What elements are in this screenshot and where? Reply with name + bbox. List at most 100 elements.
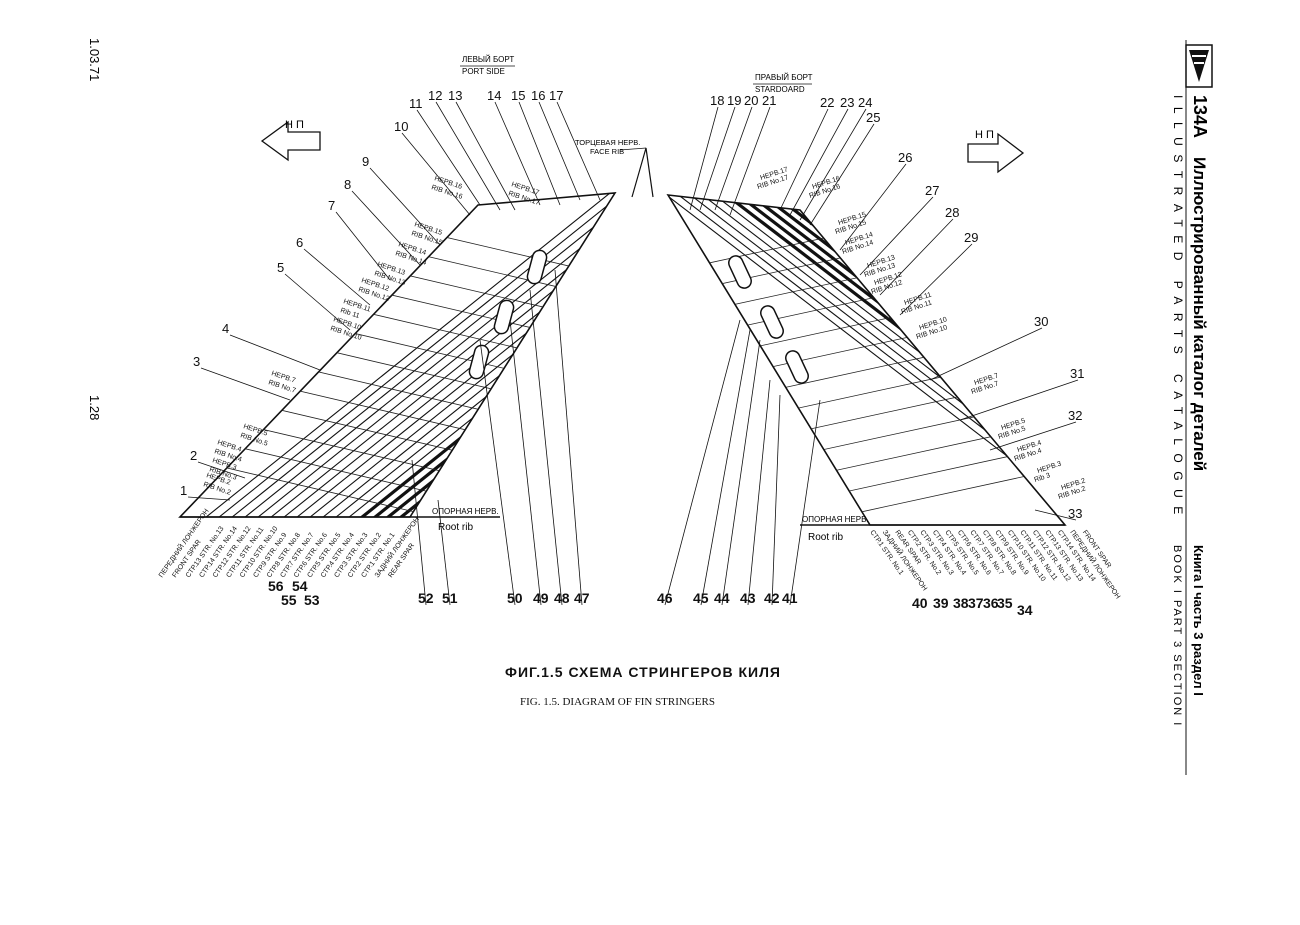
starboard-leader-28 <box>879 218 954 296</box>
catalog-title-en: ILLUSTRATED PARTS CATALOGUE <box>1171 95 1185 523</box>
port-leader-13 <box>455 101 516 211</box>
starboard-callout-18: 18 <box>710 93 724 108</box>
port-bottom-leader-48 <box>529 289 563 606</box>
starboard-leader-21 <box>729 106 771 216</box>
port-leader-16 <box>538 101 581 201</box>
starboard-bottom-callout-43: 43 <box>740 590 756 606</box>
port-callout-14: 14 <box>487 88 501 103</box>
starboard-callout-28: 28 <box>945 205 959 220</box>
logo-icon <box>1185 44 1213 88</box>
port-bottom-leader-49 <box>509 319 542 606</box>
starboard-rib-line-1 <box>668 459 1065 525</box>
starboard-callout-24: 24 <box>858 95 872 110</box>
starboard-callout-21: 21 <box>762 93 776 108</box>
starboard-bottom-callout-42: 42 <box>764 590 780 606</box>
starboard-leader-29 <box>899 243 973 316</box>
port-callout-9: 9 <box>362 154 369 169</box>
port-stringer-2 <box>202 193 615 517</box>
np-left-label: Н П <box>285 119 304 131</box>
port-leader-14 <box>494 101 541 206</box>
starboard-rib-line-6 <box>668 342 1065 443</box>
port-callout-16: 16 <box>531 88 545 103</box>
port-callout-13: 13 <box>448 88 462 103</box>
starboard-bottom-leader-44 <box>721 339 761 606</box>
arrow-left-icon: Н П <box>260 119 321 162</box>
port-callout-4: 4 <box>222 321 229 336</box>
starboard-stringer-19 <box>875 195 1065 525</box>
starboard-bottom-callout-38: 38 <box>953 595 969 611</box>
port-side-ru: ЛЕВЫЙ БОРТ <box>462 55 514 64</box>
port-callout-5: 5 <box>277 260 284 275</box>
port-callout-12: 12 <box>428 88 442 103</box>
port-leader-9 <box>369 167 441 246</box>
starboard-bottom-callout-36: 36 <box>983 595 999 611</box>
starboard-leader-20 <box>714 106 753 211</box>
port-side-en: PORT SIDE <box>462 67 505 76</box>
starboard-callout-22: 22 <box>820 95 834 110</box>
face-rib-en: FACE RIB <box>590 147 624 156</box>
doc-date: 1.03.71 <box>87 38 102 81</box>
caption-ru: ФИГ.1.5 СХЕМА СТРИНГЕРОВ КИЛЯ <box>505 664 781 680</box>
port-leader-2 <box>197 461 246 479</box>
catalog-title-ru: Иллюстрированный каталог деталей <box>1190 157 1209 471</box>
port-stringer-4 <box>228 193 615 517</box>
port-leader-6 <box>303 248 371 306</box>
port-callout-1: 1 <box>180 483 187 498</box>
port-callout-7: 7 <box>328 198 335 213</box>
root-rib-right-ru: ОПОРНАЯ НЕРВ. <box>802 515 869 524</box>
np-right-label: Н П <box>975 129 994 141</box>
port-bottom-callout-53: 53 <box>304 592 320 608</box>
port-callout-15: 15 <box>511 88 525 103</box>
access-hatches <box>468 249 809 384</box>
port-stringer-1 <box>189 193 615 517</box>
port-callout-10: 10 <box>394 119 408 134</box>
starboard-callout-25: 25 <box>866 110 880 125</box>
starboard-bottom-leader-42 <box>771 394 781 606</box>
starboard-rib-line-4 <box>668 389 1065 490</box>
starboard-bottom-callout-40: 40 <box>912 595 928 611</box>
port-callout-3: 3 <box>193 354 200 369</box>
starboard-callout-29: 29 <box>964 230 978 245</box>
starboard-rib-ru-2: НЕРВ.3 <box>1036 461 1062 475</box>
starboard-leader-30 <box>929 327 1043 381</box>
starboard-leader-31 <box>959 379 1079 421</box>
face-rib-peak <box>631 147 654 198</box>
port-callout-6: 6 <box>296 235 303 250</box>
port-callout-17: 17 <box>549 88 563 103</box>
port-panel <box>178 192 617 518</box>
starboard-callout-20: 20 <box>744 93 758 108</box>
port-callout-11: 11 <box>409 96 423 111</box>
starboard-stringer-9 <box>755 195 1065 525</box>
port-stringer-9 <box>293 193 615 517</box>
starboard-stringer-4 <box>695 195 1065 525</box>
root-rib-left-ru: ОПОРНАЯ НЕРВ. <box>432 507 499 516</box>
starboard-bottom-callout-37: 37 <box>968 595 984 611</box>
port-stringer-16 <box>383 193 615 517</box>
starboard-bottom-leader-41 <box>789 399 821 606</box>
port-leader-8 <box>351 190 421 266</box>
port-callout-2: 2 <box>190 448 197 463</box>
starboard-bottom-leader-46 <box>664 319 741 606</box>
port-bottom-callout-56: 56 <box>268 578 284 594</box>
starboard-bottom-callout-35: 35 <box>997 595 1013 611</box>
port-leader-15 <box>518 101 561 206</box>
starboard-callout-32: 32 <box>1068 408 1082 423</box>
root-rib-right-en: Root rib <box>808 532 843 543</box>
starboard-ru: ПРАВЫЙ БОРТ <box>755 73 813 82</box>
port-bottom-callout-48: 48 <box>554 590 570 606</box>
face-rib-ru: ТОРЦЕВАЯ НЕРВ. <box>575 138 640 147</box>
starboard-rib-line-9 <box>668 271 1065 373</box>
port-bottom-callout-51: 51 <box>442 590 458 606</box>
starboard-stringer-5 <box>707 195 1065 525</box>
page-number: 1.28 <box>87 395 102 420</box>
port-bottom-callout-54: 54 <box>292 578 308 594</box>
starboard-stringer-20 <box>887 195 1065 525</box>
port-rib-line-1 <box>180 449 615 517</box>
starboard-leader-24 <box>799 108 867 221</box>
starboard-callout-33: 33 <box>1068 506 1082 521</box>
starboard-en: STARDOARD <box>755 85 805 94</box>
port-bottom-leader-47 <box>554 269 583 606</box>
starboard-callout-30: 30 <box>1034 314 1048 329</box>
starboard-leader-25 <box>809 123 875 226</box>
